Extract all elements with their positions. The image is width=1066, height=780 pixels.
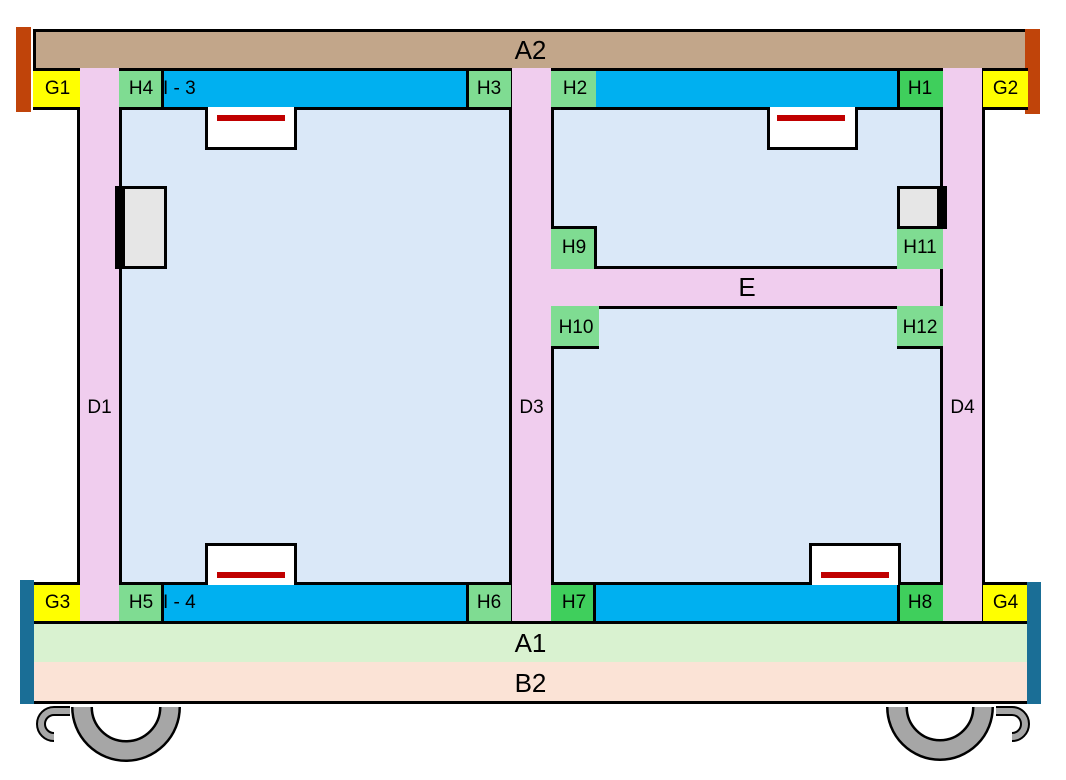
handle-bar-bottom-right (821, 572, 889, 578)
corner-g4-label: G4 (992, 592, 1019, 613)
post-d1 (77, 68, 122, 624)
post-d4 (940, 68, 985, 624)
joint-h8-label: H8 (907, 592, 933, 613)
post-d1-label: D1 (87, 397, 112, 418)
left-wheel (71, 706, 181, 762)
joint-h2 (551, 68, 596, 110)
left-bottom-end-cap (20, 580, 34, 704)
joint-h12-label: H12 (902, 317, 938, 338)
joint-h9 (551, 226, 597, 269)
handle-bottom-left (205, 543, 297, 585)
right-panel (551, 108, 941, 585)
right-hook (996, 706, 1030, 742)
corner-g4 (983, 582, 1028, 624)
beam-i4-label: I - 4 (163, 592, 196, 613)
rail-e (551, 266, 943, 309)
corner-g1 (33, 68, 80, 110)
handle-bar-top-left (217, 115, 285, 121)
post-d3-label: D3 (519, 397, 544, 418)
right-wheel (886, 706, 994, 761)
joint-h12 (897, 306, 943, 349)
joint-h4-label: H4 (128, 78, 154, 99)
joint-h9-label: H9 (561, 237, 587, 258)
corner-g2-label: G2 (992, 78, 1019, 99)
handle-top-left (205, 107, 297, 150)
joint-h1-label: H1 (907, 78, 933, 99)
joint-h5-label: H5 (128, 592, 154, 613)
joint-h11 (897, 229, 943, 269)
left-panel (119, 108, 509, 585)
corner-g3 (33, 582, 80, 624)
joint-h2-label: H2 (562, 78, 588, 99)
bottom-rail-b2-label: B2 (514, 667, 547, 698)
bottom-rail-b2 (33, 662, 1028, 704)
joint-h1 (897, 68, 943, 110)
joint-h6 (466, 582, 511, 624)
post-d4-label: D4 (950, 397, 975, 418)
joint-h7-label: H7 (561, 592, 587, 613)
joint-h3 (466, 68, 511, 110)
top-rail-a2-label: A2 (514, 34, 547, 65)
joint-h4 (119, 68, 164, 110)
handle-bar-bottom-left (217, 572, 285, 578)
corner-g3-label: G3 (44, 592, 71, 613)
corner-g2 (983, 68, 1028, 110)
beam-i3 (161, 68, 469, 110)
handle-bottom-right (809, 543, 901, 585)
joint-h3-label: H3 (476, 78, 502, 99)
left-top-end-cap (16, 27, 31, 112)
beam-top-right (593, 68, 899, 110)
joint-h10 (551, 306, 599, 349)
handle-top-right (767, 107, 858, 150)
left-hook (36, 706, 70, 742)
latch-left (115, 186, 167, 269)
rail-e-label: E (738, 272, 756, 302)
joint-h6-label: H6 (476, 592, 502, 613)
joint-h5 (119, 582, 164, 624)
joint-h10-label: H10 (558, 317, 594, 338)
beam-i3-label: I - 3 (163, 78, 196, 99)
latch-right (897, 186, 947, 229)
right-top-end-cap (1025, 29, 1040, 114)
corner-g1-label: G1 (44, 78, 71, 99)
joint-h8 (897, 582, 943, 624)
joint-h11-label: H11 (903, 237, 937, 258)
bottom-rail-a1-label: A1 (514, 627, 547, 658)
right-bottom-end-cap (1027, 582, 1041, 704)
handle-bar-top-right (777, 115, 845, 121)
